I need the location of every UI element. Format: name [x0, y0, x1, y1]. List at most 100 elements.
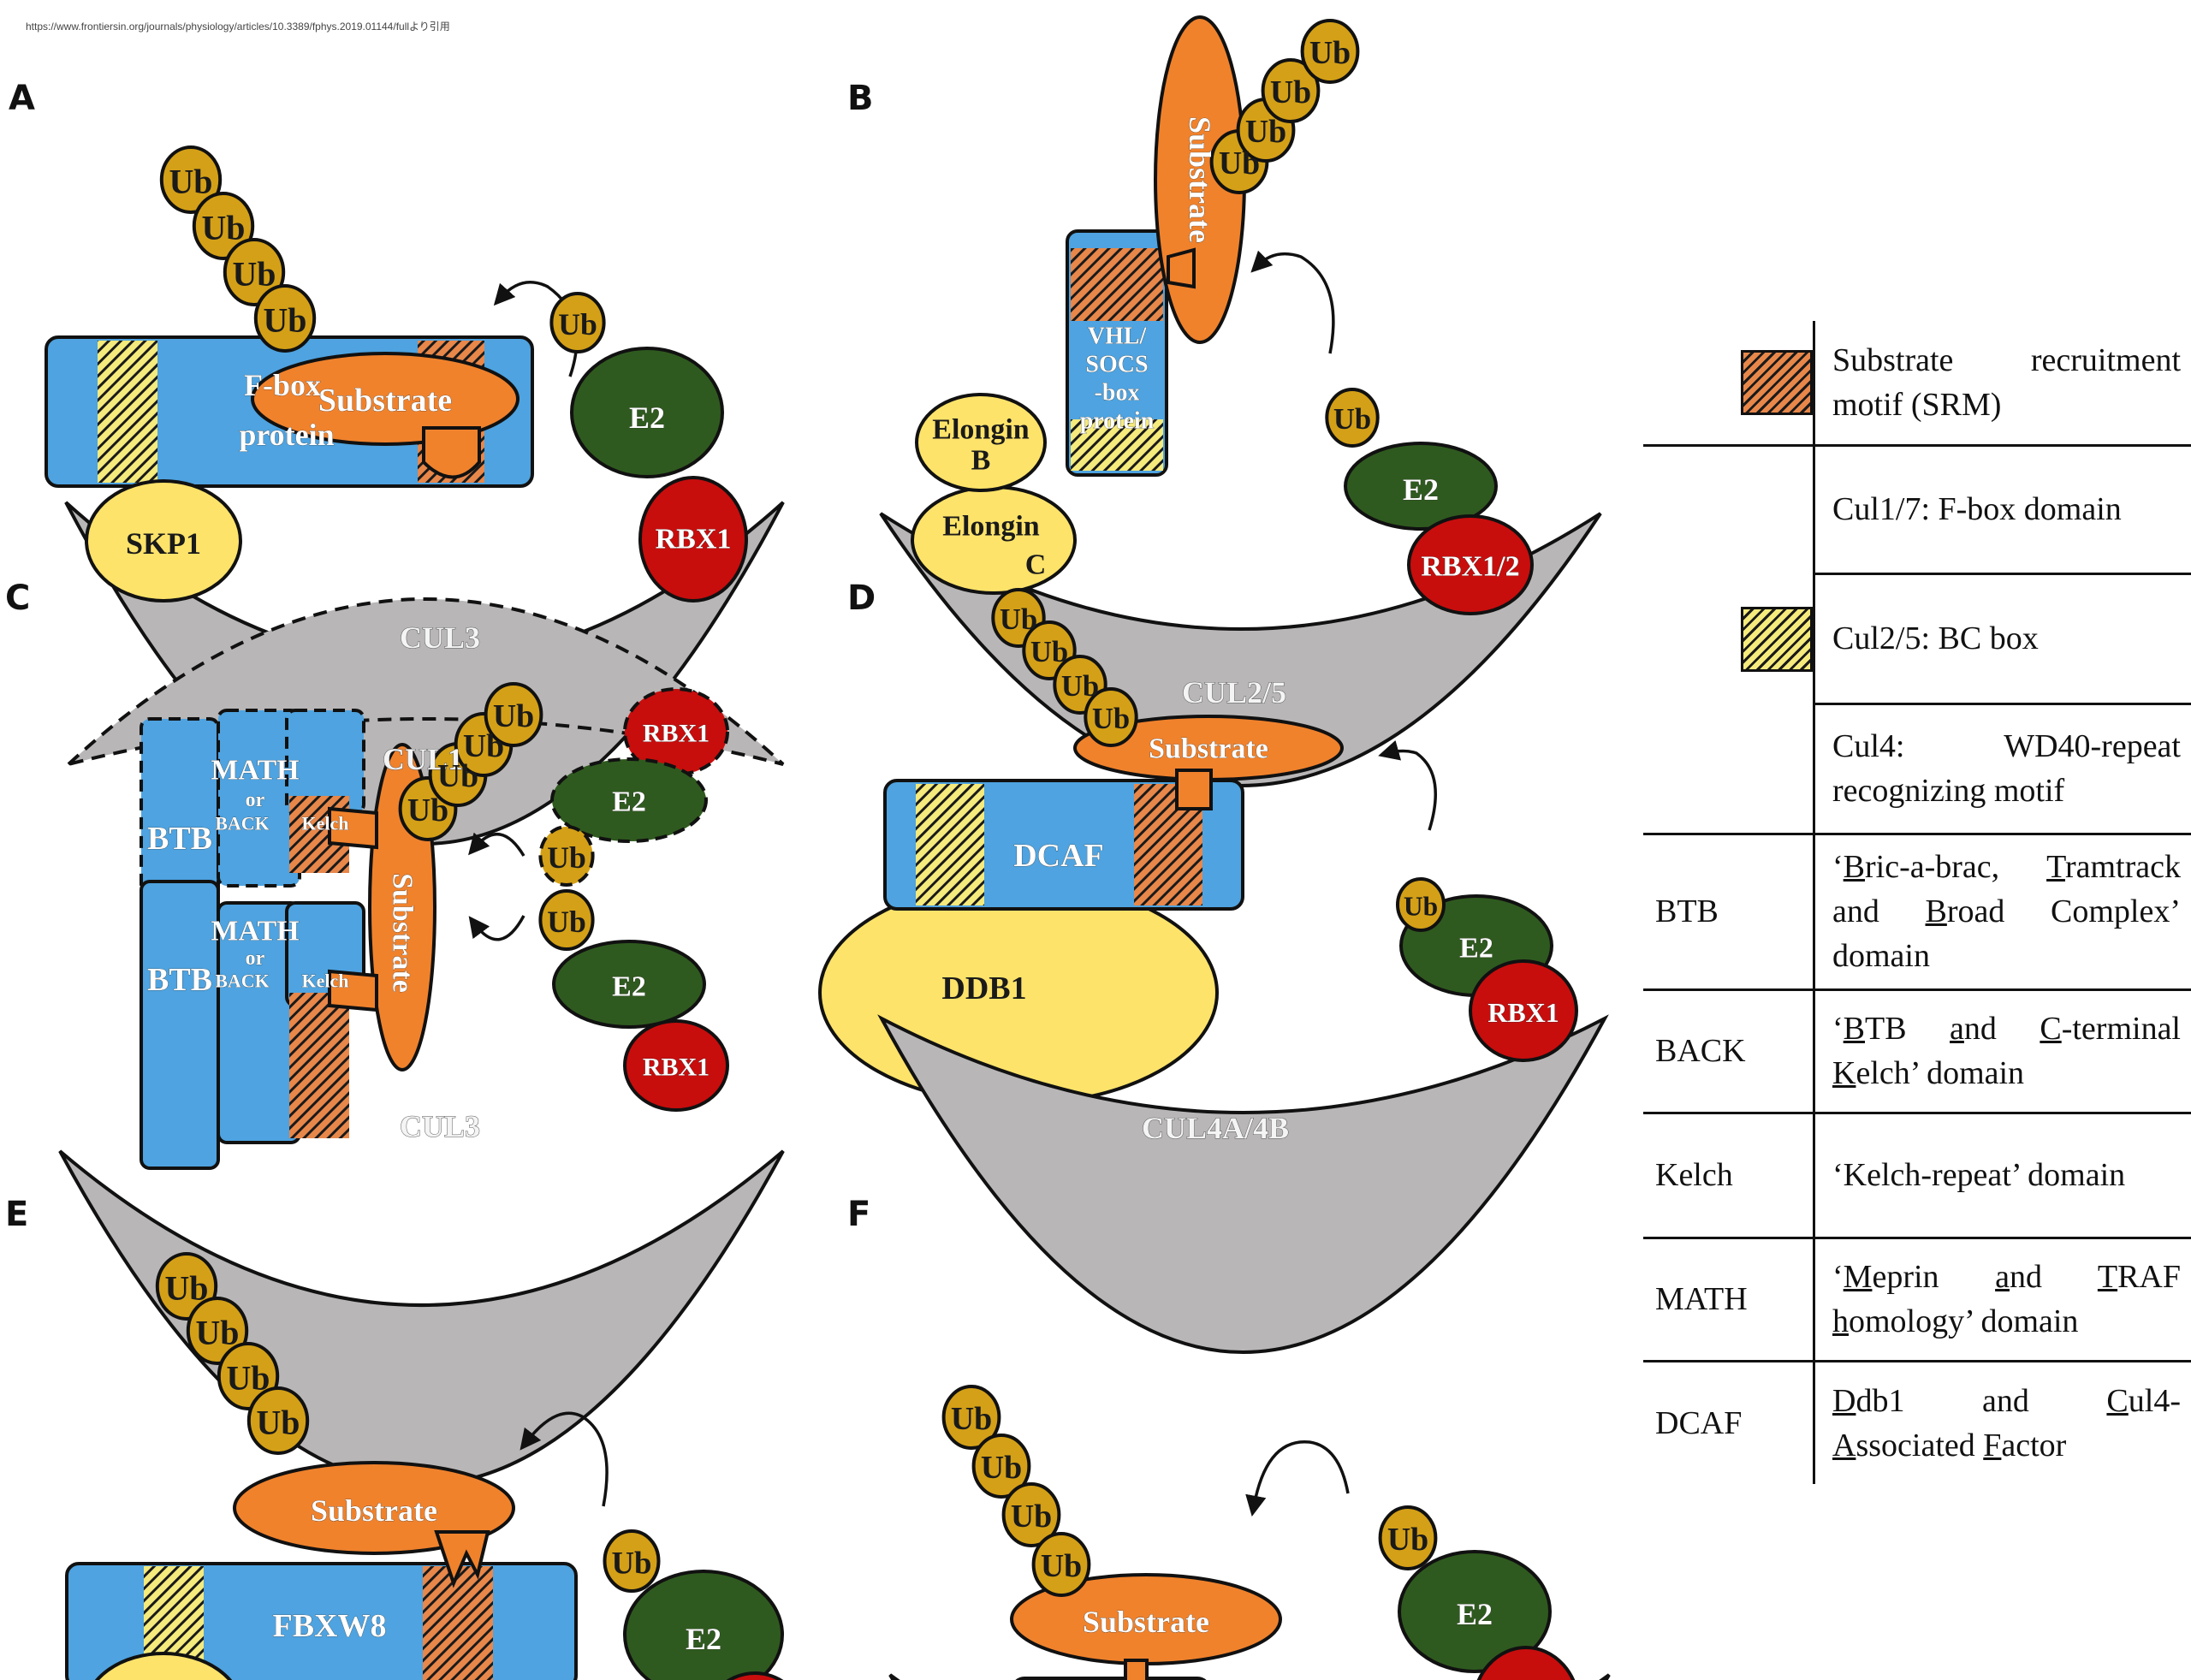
ubiquitin-label: Ub	[165, 1269, 209, 1308]
ubiquitin-dimer	[538, 825, 595, 887]
srm-hatch	[423, 1566, 493, 1680]
ubiquitin-label: Ub	[981, 1450, 1022, 1486]
substrate-knob-upper	[328, 806, 378, 850]
ubiquitin-chain-unit	[484, 682, 543, 747]
ubiquitin-label: Ub	[1387, 1522, 1428, 1558]
substrate-label: Substrate	[1149, 733, 1268, 765]
rbx1-label: RBX1	[643, 1054, 710, 1082]
legend-description: ‘Meprin and TRAF homology’ domain	[1813, 1238, 2191, 1362]
rbx1	[726, 1671, 784, 1680]
or-label: or	[246, 947, 265, 970]
ubiquitin-label: Ub	[558, 307, 597, 341]
ubiquitin	[603, 1529, 661, 1593]
legend-row: BACK‘BTB and C-terminal Kelch’ domain	[1643, 989, 2191, 1114]
source-citation: https://www.frontiersin.org/journals/phy…	[26, 21, 450, 33]
substrate-label: Substrate	[1183, 116, 1217, 243]
substrate-label: Substrate	[387, 873, 419, 993]
ubiquitin-label: Ub	[227, 1359, 270, 1398]
ubiquitin-chain-unit	[223, 238, 286, 306]
ubiquitin-chain-unit	[246, 1386, 310, 1455]
e2-label: E2	[1403, 472, 1439, 507]
cul3-dimer-label: CUL3	[400, 620, 480, 655]
ubiquitin-label: Ub	[547, 840, 586, 875]
rbx1	[1469, 959, 1578, 1062]
ubiquitin	[1396, 877, 1446, 932]
vhl-label-3: -box	[1095, 380, 1140, 407]
cul3-scaffold	[58, 1149, 785, 1487]
legend-description: Cul2/5: BC box	[1813, 573, 2191, 705]
kelch-domain-dimer	[285, 709, 365, 815]
ubiquitin-chain-unit	[1300, 19, 1360, 84]
ubiquitin-label: Ub	[493, 698, 534, 734]
ubiquitin-chain-unit	[971, 1434, 1031, 1499]
substrate-zigzag-knob	[434, 1530, 490, 1588]
ubiquitin-chain-unit	[253, 284, 317, 353]
legend-description: ‘Kelch-repeat’ domain	[1813, 1113, 2191, 1239]
legend-row: MATH‘Meprin and TRAF homology’ domain	[1643, 1238, 2191, 1362]
legend-key-term: BACK	[1643, 989, 1814, 1114]
skp1-adaptor	[85, 479, 242, 603]
e2-enzyme	[552, 940, 706, 1029]
rbx1	[638, 476, 748, 603]
btb-label-dimer: BTB	[147, 821, 212, 857]
ubiquitin-label: Ub	[169, 163, 213, 201]
cul4-scaffold	[877, 1014, 1609, 1354]
e2-label-dimer: E2	[612, 787, 646, 818]
legend-key-bc	[1643, 445, 1814, 835]
ubiquitin-label: Ub	[407, 793, 448, 828]
legend-description: ‘Bric-a-brac, Tramtrack and Broad Comple…	[1813, 834, 2191, 991]
panel-letter-c: C	[5, 579, 30, 618]
ub-transfer-arrow	[1378, 739, 1438, 831]
ubiquitin-label: Ub	[202, 209, 246, 247]
panel-letter-d: D	[847, 579, 876, 618]
legend-description: Ddb1 and Cul4-Associated Factor	[1813, 1361, 2191, 1484]
substrate-docking-knob	[1167, 247, 1196, 289]
skp1-adaptor	[94, 1652, 233, 1680]
e2-label: E2	[686, 1622, 721, 1656]
vhl-label-1: VHL/	[1088, 324, 1148, 350]
ubiquitin-label: Ub	[257, 1404, 300, 1442]
elongin-b	[915, 393, 1047, 492]
ubiquitin-label: Ub	[1219, 145, 1260, 181]
legend-description: Substrate recruitment motif (SRM)	[1813, 321, 2191, 447]
ubiquitin-label: Ub	[1030, 636, 1068, 668]
math-label: MATH	[211, 916, 299, 947]
substrate-label: Substrate	[318, 383, 452, 419]
or-label-dimer: or	[246, 789, 265, 811]
ddb1-label: DDB1	[941, 971, 1026, 1006]
ub-transfer-arrow	[1250, 250, 1335, 354]
panel-letter-b: B	[847, 79, 874, 118]
ubiquitin-label: Ub	[1011, 1499, 1052, 1535]
substrate-label: Substrate	[311, 1493, 437, 1528]
ubiquitin-label: Ub	[1309, 35, 1351, 71]
ubiquitin-chain-unit	[159, 145, 223, 214]
ubiquitin-chain-unit	[1031, 1532, 1091, 1597]
rbx1-label-dimer: RBX1	[643, 720, 710, 748]
panel-letter-e: E	[5, 1195, 28, 1234]
legend-row: Cul2/5: BC box	[1643, 573, 2191, 705]
cul4-label: CUL4A/4B	[1142, 1111, 1289, 1145]
fbxw8-label: FBXW8	[273, 1608, 387, 1644]
ubiquitin-label: Ub	[264, 301, 307, 340]
vhl-label-4: protein	[1080, 408, 1155, 435]
cul1-label: CUL1	[383, 742, 463, 776]
bc-box-swatch-icon	[1741, 607, 1813, 672]
btb-label: BTB	[147, 962, 212, 998]
ubiquitin-chain-unit	[192, 192, 255, 260]
legend-description: Cul4: WD40-repeat recognizing motif	[1813, 703, 2191, 835]
panel-letter-a: A	[9, 79, 35, 118]
elongin-c-label-2: C	[1025, 549, 1047, 581]
e2-label: E2	[1457, 1597, 1493, 1631]
srm-hatch	[289, 993, 349, 1138]
back-label-dimer: BACK	[215, 813, 270, 834]
elongin-c-label-1: Elongin	[942, 511, 1039, 543]
rbx1-label: RBX1	[656, 524, 732, 555]
ub-transfer-arrow	[1245, 1440, 1350, 1517]
ubiquitin	[538, 889, 595, 951]
ubiquitin-label: Ub	[1092, 703, 1130, 735]
btb-domain	[140, 880, 220, 1170]
rbx1	[1476, 1646, 1576, 1680]
e2-label: E2	[612, 971, 646, 1003]
ubiquitin-chain-unit	[1261, 58, 1321, 123]
rbx1-label: RBX1	[1487, 997, 1559, 1028]
